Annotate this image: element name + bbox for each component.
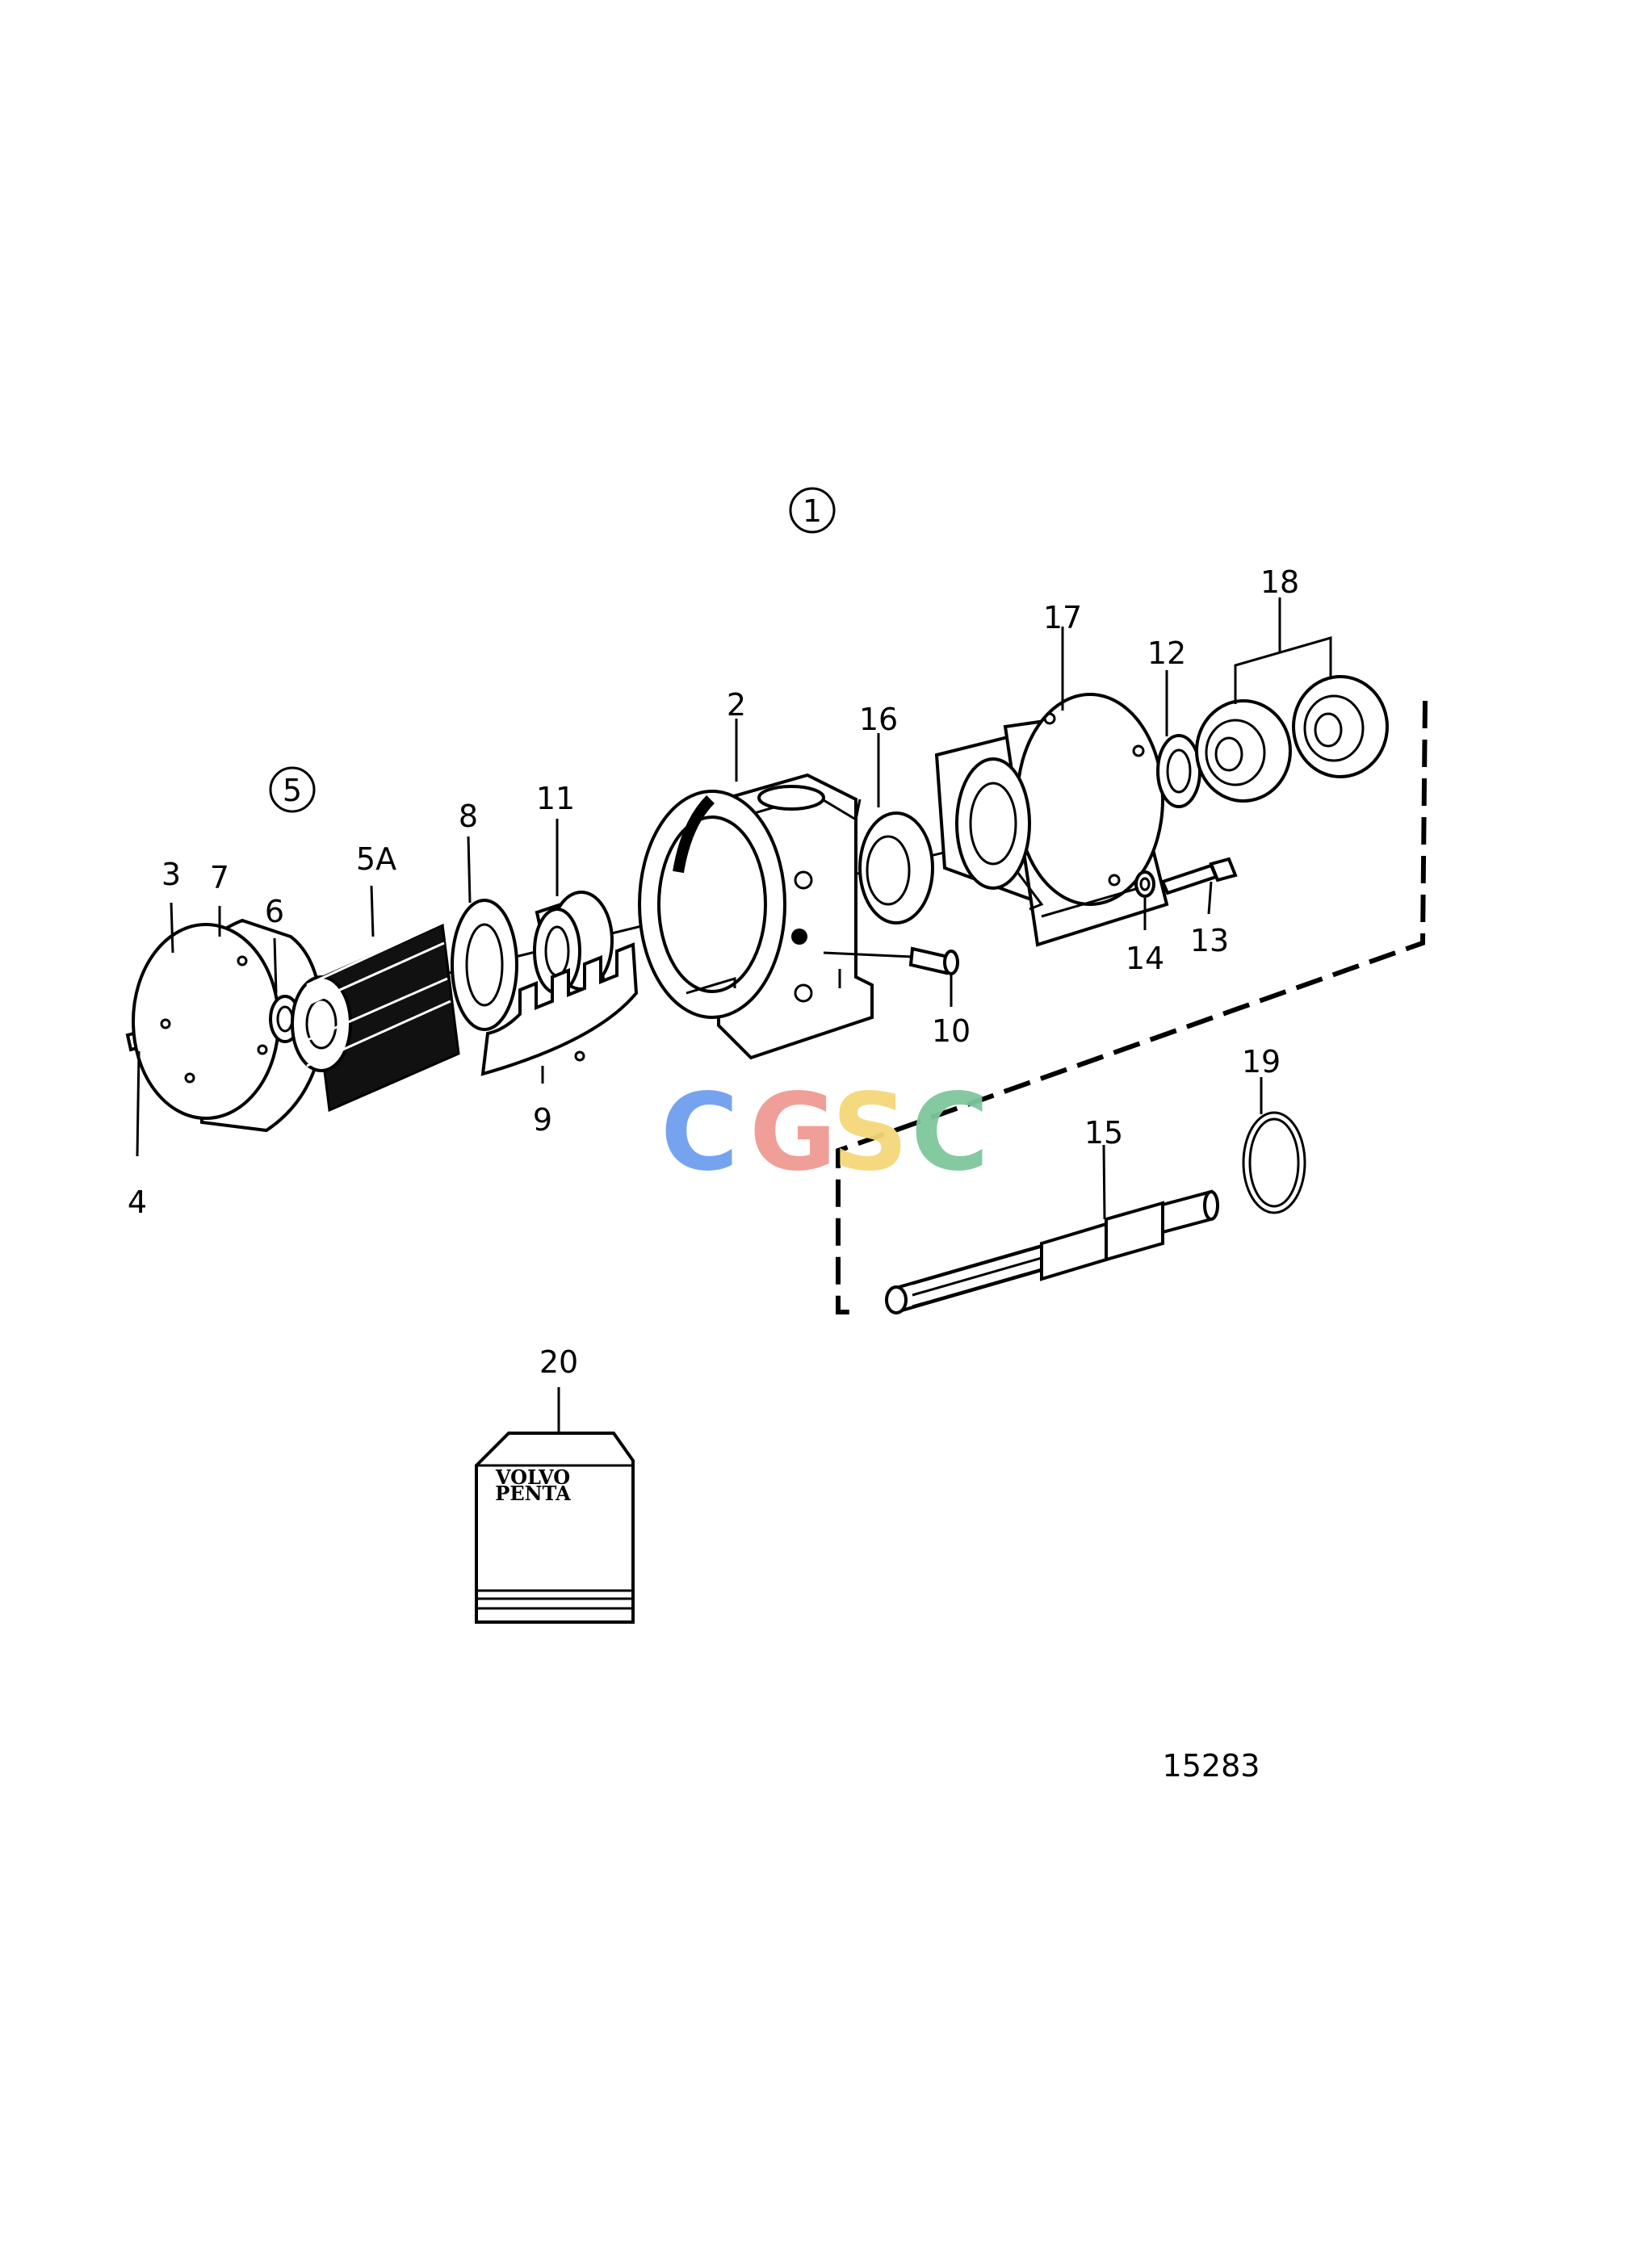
- label-16: 16: [859, 702, 898, 737]
- label-6: 6: [265, 894, 284, 929]
- label-5a: 5A: [356, 841, 396, 877]
- drawing-number: 15283: [1163, 1748, 1260, 1784]
- impeller-part: [291, 920, 460, 1113]
- watermark-letter-3: S: [832, 1071, 908, 1195]
- leader-lines: [136, 597, 1332, 1434]
- ball-bearing-part-2: [1292, 675, 1389, 778]
- label-19: 19: [1242, 1044, 1281, 1080]
- bearing-housing-part: [934, 693, 1169, 947]
- svg-text:5: 5: [283, 773, 302, 808]
- svg-text:1: 1: [803, 493, 822, 529]
- shaft-group-bracket: [836, 700, 1428, 1314]
- label-11: 11: [536, 781, 575, 816]
- label-12: 12: [1147, 635, 1186, 671]
- label-14: 14: [1126, 941, 1164, 976]
- seal-ring-part: [858, 811, 934, 924]
- booklet-brand-line1: VOLVO: [495, 1465, 570, 1489]
- washer-part: [1134, 870, 1155, 898]
- watermark: C G S C: [660, 1071, 989, 1195]
- label-2: 2: [727, 687, 746, 723]
- ball-bearing-part: [1195, 699, 1292, 803]
- pump-housing-part: [638, 773, 874, 1060]
- group-marker-5: 5: [269, 766, 316, 813]
- label-4: 4: [128, 1184, 147, 1220]
- part-labels: 3 7 4 5A 6 8 9 11 2 10 16 17 12 18 14 13…: [128, 564, 1299, 1784]
- instruction-booklet-part: VOLVO PENTA: [475, 1432, 635, 1624]
- label-13: 13: [1190, 923, 1229, 958]
- label-7: 7: [210, 860, 229, 895]
- label-9: 9: [533, 1102, 552, 1138]
- watermark-letter-2: G: [749, 1071, 836, 1195]
- label-20: 20: [539, 1344, 578, 1380]
- group-marker-1: 1: [789, 487, 836, 534]
- bolt-part: [1160, 857, 1238, 895]
- label-15: 15: [1084, 1115, 1123, 1151]
- label-18: 18: [1260, 564, 1299, 600]
- label-8: 8: [459, 799, 478, 834]
- booklet-brand-line2: PENTA: [495, 1482, 571, 1505]
- gasket-ring-part: [451, 899, 518, 1031]
- bolt-axis-line: [1041, 887, 1139, 918]
- watermark-letter-4: C: [911, 1071, 989, 1195]
- label-3: 3: [161, 857, 181, 892]
- cam-part: [480, 942, 639, 1076]
- label-10: 10: [932, 1013, 971, 1049]
- watermark-letter-1: C: [660, 1071, 739, 1195]
- circlip-part: [1242, 1111, 1306, 1214]
- label-17: 17: [1043, 600, 1082, 635]
- pump-shaft-part: [885, 1189, 1219, 1314]
- spacer-ring-part: [1156, 734, 1201, 808]
- plug-screw-part: [823, 946, 959, 975]
